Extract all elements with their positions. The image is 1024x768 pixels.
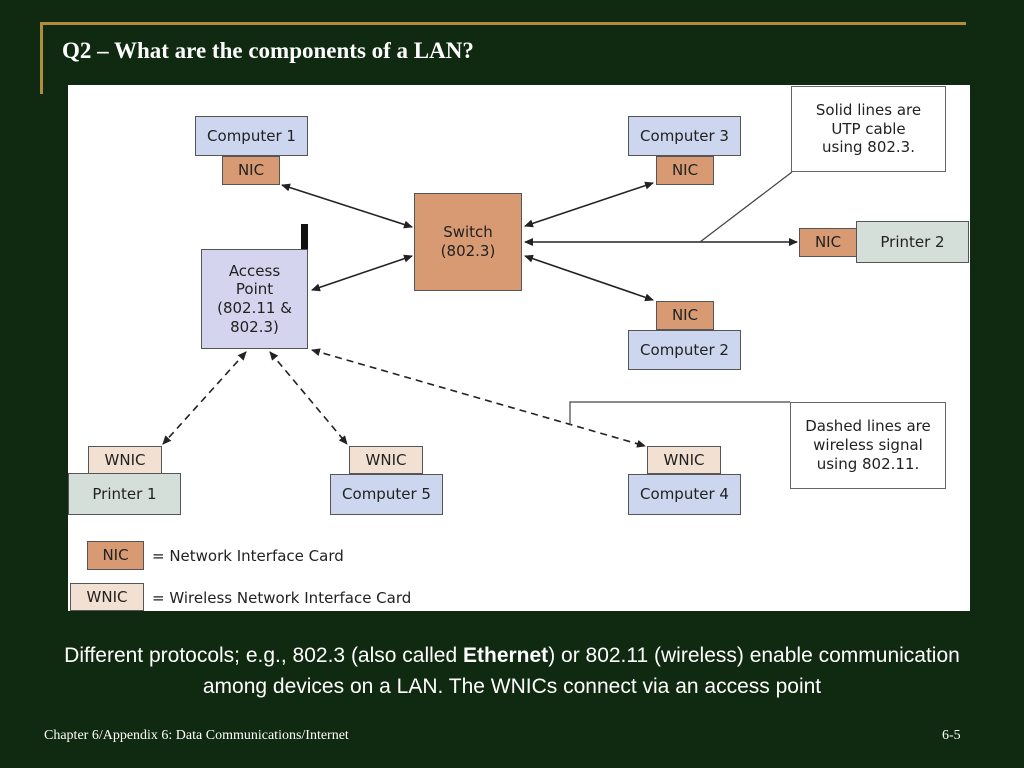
computer3-nic: NIC xyxy=(656,156,714,185)
computer1-nic: NIC xyxy=(222,156,280,185)
printer2-nic: NIC xyxy=(799,228,857,257)
computer4-wnic: WNIC xyxy=(647,446,721,474)
wireless-ap-computer4 xyxy=(311,348,646,448)
legend-nic-text: = Network Interface Card xyxy=(152,547,344,565)
wireless-ap-computer5 xyxy=(269,351,348,445)
switch-box: Switch (802.3) xyxy=(414,193,522,291)
access-point-line1: Access xyxy=(228,261,281,280)
printer1-wnic: WNIC xyxy=(88,446,162,474)
link-nic1-switch xyxy=(281,183,413,229)
legend-wnic-swatch: WNIC xyxy=(70,583,144,611)
note-solid-line2: UTP cable xyxy=(831,119,906,138)
switch-label: Switch xyxy=(443,223,493,242)
note-dashed-line2: wireless signal xyxy=(813,436,923,455)
antenna-icon xyxy=(301,224,308,249)
caption-part2: ) or 802.11 (wireless) enable communicat… xyxy=(202,644,960,698)
note-dashed-lines: Dashed lines are wireless signal using 8… xyxy=(790,402,946,489)
caption: Different protocols; e.g., 802.3 (also c… xyxy=(30,640,994,702)
switch-protocol: (802.3) xyxy=(440,242,496,260)
printer2-box: Printer 2 xyxy=(856,221,969,263)
link-ap-switch xyxy=(311,254,413,292)
callout-leader-dashed xyxy=(569,401,790,425)
footer-chapter: Chapter 6/Appendix 6: Data Communication… xyxy=(44,728,349,743)
printer1-box: Printer 1 xyxy=(68,473,181,515)
computer5-wnic: WNIC xyxy=(349,446,423,474)
computer1-box: Computer 1 xyxy=(195,116,308,156)
title-rule-horizontal xyxy=(40,22,966,25)
wireless-ap-printer1 xyxy=(162,351,247,445)
access-point-box: Access Point (802.11 & 802.3) xyxy=(201,249,308,349)
callout-leader-solid xyxy=(699,171,793,243)
footer-page-number: 6-5 xyxy=(942,728,961,743)
note-dashed-line1: Dashed lines are xyxy=(805,417,931,436)
title-rule-vertical xyxy=(40,22,43,94)
slide-title: Q2 – What are the components of a LAN? xyxy=(62,38,474,63)
note-solid-line3: using 802.3. xyxy=(822,138,915,157)
computer4-box: Computer 4 xyxy=(628,474,741,515)
link-switch-nic2 xyxy=(524,254,654,302)
access-point-line3: (802.11 & xyxy=(217,299,292,317)
link-switch-nic3 xyxy=(524,181,654,228)
caption-part1: Different protocols; e.g., 802.3 (also c… xyxy=(64,644,463,667)
computer2-box: Computer 2 xyxy=(628,330,741,370)
note-solid-line1: Solid lines are xyxy=(815,100,922,119)
access-point-line4: 802.3) xyxy=(230,317,279,336)
note-dashed-line3: using 802.11. xyxy=(816,454,920,473)
caption-bold: Ethernet xyxy=(463,644,549,667)
access-point-line2: Point xyxy=(235,280,274,299)
computer3-box: Computer 3 xyxy=(628,116,741,156)
computer2-nic: NIC xyxy=(656,301,714,330)
computer5-box: Computer 5 xyxy=(330,474,443,515)
legend-wnic-text: = Wireless Network Interface Card xyxy=(152,589,412,607)
legend-nic-swatch: NIC xyxy=(87,541,144,570)
note-solid-lines: Solid lines are UTP cable using 802.3. xyxy=(791,86,946,172)
